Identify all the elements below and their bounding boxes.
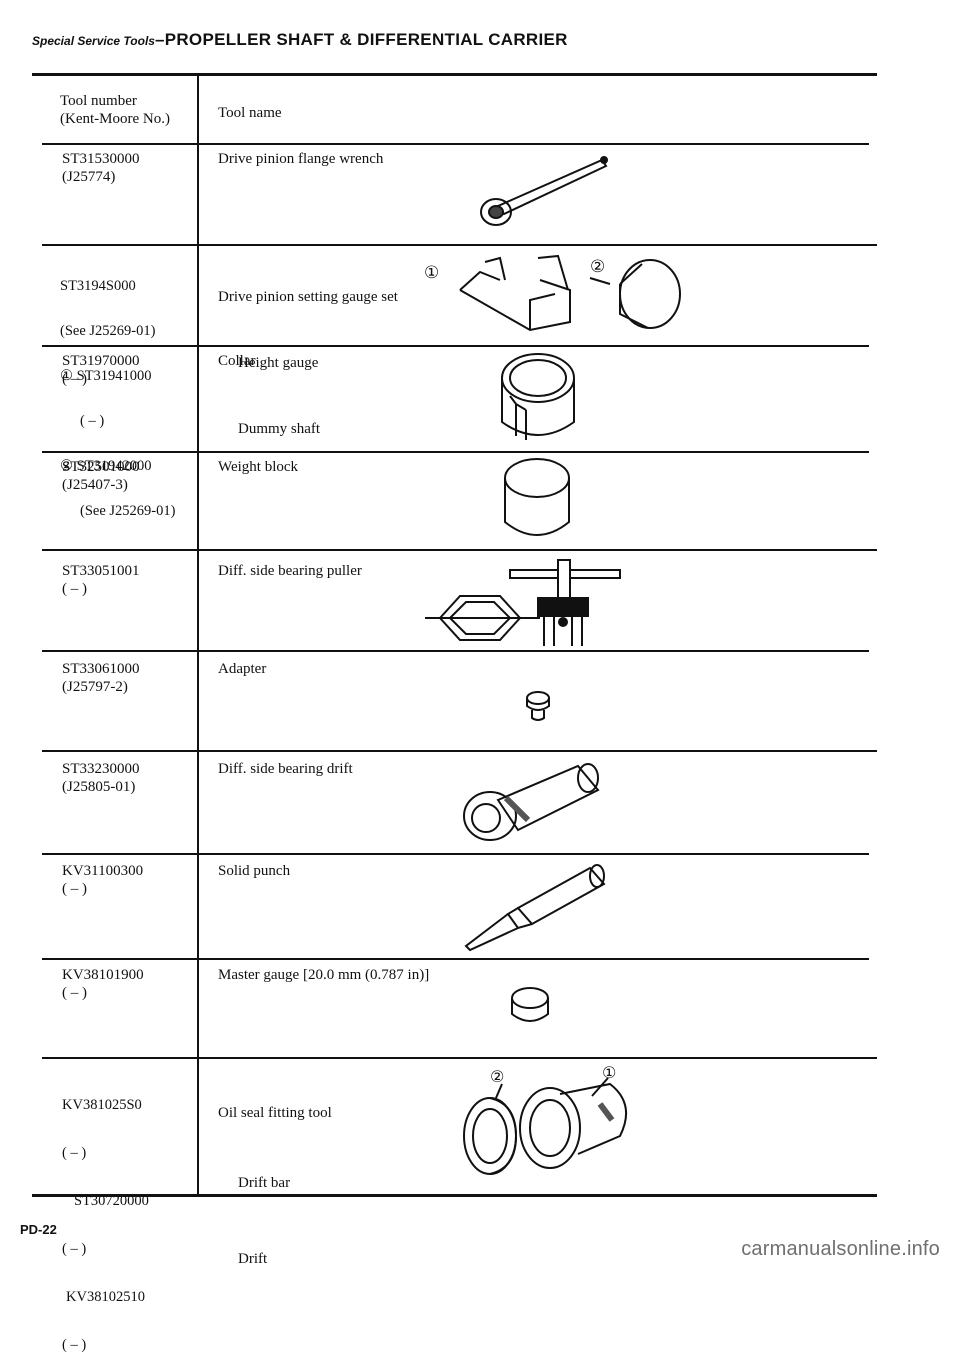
oil-seal-tool-icon: ② ① [460, 1064, 640, 1184]
flange-wrench-icon [470, 150, 620, 232]
tool-name: Master gauge [20.0 mm (0.787 in)] [218, 967, 430, 983]
tool-name: Drive pinion setting gauge set Height ga… [218, 289, 398, 437]
tool-name: Weight block [218, 459, 299, 475]
row-divider [42, 345, 869, 347]
row-divider [42, 1057, 877, 1059]
watermark: carmanualsonline.info [741, 1238, 940, 1260]
row-divider [42, 549, 877, 551]
tool-number: ST33230000(J25805-01) [62, 761, 140, 795]
tool-name: Collar [218, 353, 256, 369]
bearing-puller-icon [420, 556, 630, 651]
header-title: –PROPELLER SHAFT & DIFFERENTIAL CARRIER [154, 30, 568, 49]
tool-name: Diff. side bearing drift [218, 761, 353, 777]
master-gauge-icon [508, 986, 552, 1028]
row-divider [42, 244, 877, 246]
tool-name: Adapter [218, 661, 267, 677]
tool-number: KV381025S0 ( – ) ST30720000 ( – ) KV3810… [62, 1097, 149, 1353]
column-header-number: Tool number(Kent-Moore No.) [60, 93, 170, 127]
row-divider [42, 451, 869, 453]
table-bottom-rule [32, 1194, 877, 1197]
page-number: PD-22 [20, 1222, 57, 1237]
tool-name: Drive pinion flange wrench [218, 151, 384, 167]
tool-name: Diff. side bearing puller [218, 563, 362, 579]
row-divider [42, 750, 877, 752]
callout-1: ① [602, 1064, 616, 1082]
tool-number: KV31100300( – ) [62, 863, 144, 897]
tool-number: ST3194S000 (See J25269-01) ① ST31941000 … [60, 278, 176, 519]
weight-block-icon [502, 456, 572, 546]
header-prefix: Special Service Tools [32, 34, 155, 48]
column-header-name: Tool name [218, 105, 282, 121]
solid-punch-icon [462, 862, 612, 952]
tool-number: KV38101900( – ) [62, 967, 144, 1001]
tool-name: Oil seal fitting tool Drift bar Drift [218, 1105, 332, 1267]
gauge-set-icon: ① ② [420, 250, 690, 340]
column-divider [197, 76, 199, 1196]
tool-number: ST33061000(J25797-2) [62, 661, 140, 695]
tool-name: Solid punch [218, 863, 291, 879]
tool-number: ST33051001( – ) [62, 563, 140, 597]
row-divider [42, 853, 869, 855]
bearing-drift-icon [458, 760, 608, 845]
row-divider [42, 650, 869, 652]
callout-2: ② [590, 257, 605, 277]
tool-number: ST32501000(J25407-3) [62, 459, 140, 493]
table-top-rule [32, 73, 877, 76]
page-header: Special Service Tools–PROPELLER SHAFT & … [32, 30, 568, 50]
tool-number: ST31970000( – ) [62, 353, 140, 387]
adapter-icon [523, 690, 553, 724]
callout-1: ① [424, 263, 439, 283]
tool-number: ST31530000(J25774) [62, 151, 140, 185]
row-divider [42, 958, 869, 960]
callout-2: ② [490, 1067, 504, 1086]
row-divider [42, 143, 869, 145]
collar-icon [496, 352, 586, 447]
